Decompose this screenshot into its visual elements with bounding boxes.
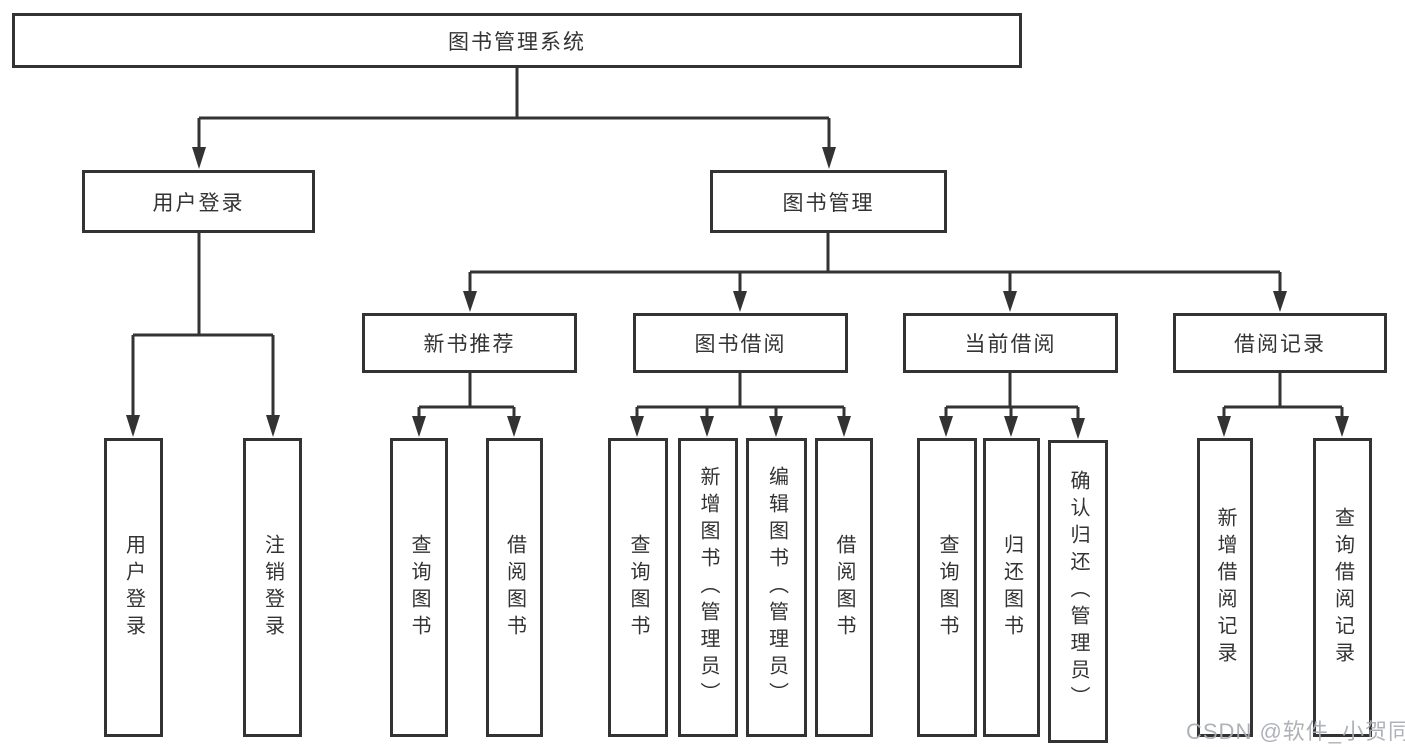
node-label: 查询图书 (408, 533, 430, 642)
leaf-add-books-admin: 新增图书（管理员） (678, 438, 738, 737)
node-label: 借阅图书 (503, 533, 526, 642)
node-label: 图书管理系统 (448, 30, 586, 54)
leaf-borrow-books-2: 借阅图书 (815, 438, 873, 737)
node-label: 编辑图书（管理员） (765, 466, 788, 709)
node-label: 新书推荐 (423, 333, 516, 356)
leaf-edit-books-admin: 编辑图书（管理员） (746, 438, 807, 737)
leaf-query-books-1: 查询图书 (390, 438, 448, 737)
node-label: 注销登录 (261, 533, 284, 642)
node-book-borrowing: 图书借阅 (633, 313, 848, 373)
node-label: 归还图书 (1000, 533, 1023, 642)
leaf-add-borrow-record: 新增借阅记录 (1197, 438, 1253, 737)
node-label: 查询借阅记录 (1331, 506, 1354, 669)
node-label: 图书管理 (782, 191, 875, 215)
node-label: 新增图书（管理员） (697, 466, 719, 709)
leaf-query-books-3: 查询图书 (917, 438, 977, 737)
node-label: 当前借阅 (964, 333, 1057, 356)
node-label: 查询图书 (627, 533, 649, 642)
node-root: 图书管理系统 (12, 13, 1022, 68)
leaf-borrow-books-1: 借阅图书 (486, 438, 543, 737)
leaf-return-books: 归还图书 (983, 438, 1040, 737)
node-user-login: 用户登录 (82, 170, 315, 233)
leaf-confirm-return-admin: 确认归还（管理员） (1048, 440, 1108, 743)
node-label: 借阅记录 (1234, 333, 1326, 356)
watermark: CSDN @软件_小贺同学 (1186, 719, 1405, 744)
node-borrowing-records: 借阅记录 (1173, 313, 1387, 373)
node-label: 确认归还（管理员） (1067, 470, 1089, 713)
leaf-query-books-2: 查询图书 (608, 438, 668, 737)
node-current-borrowing: 当前借阅 (903, 313, 1118, 373)
node-label: 借阅图书 (833, 533, 855, 642)
node-label: 查询图书 (936, 533, 958, 642)
node-book-management: 图书管理 (710, 170, 947, 233)
leaf-logout: 注销登录 (243, 438, 302, 737)
leaf-user-login: 用户登录 (104, 438, 163, 737)
node-label: 用户登录 (122, 533, 145, 642)
node-label: 用户登录 (152, 191, 245, 215)
node-label: 图书借阅 (694, 333, 787, 356)
leaf-query-borrow-record: 查询借阅记录 (1313, 438, 1372, 737)
node-label: 新增借阅记录 (1214, 506, 1236, 669)
node-new-book-recommend: 新书推荐 (362, 313, 577, 373)
